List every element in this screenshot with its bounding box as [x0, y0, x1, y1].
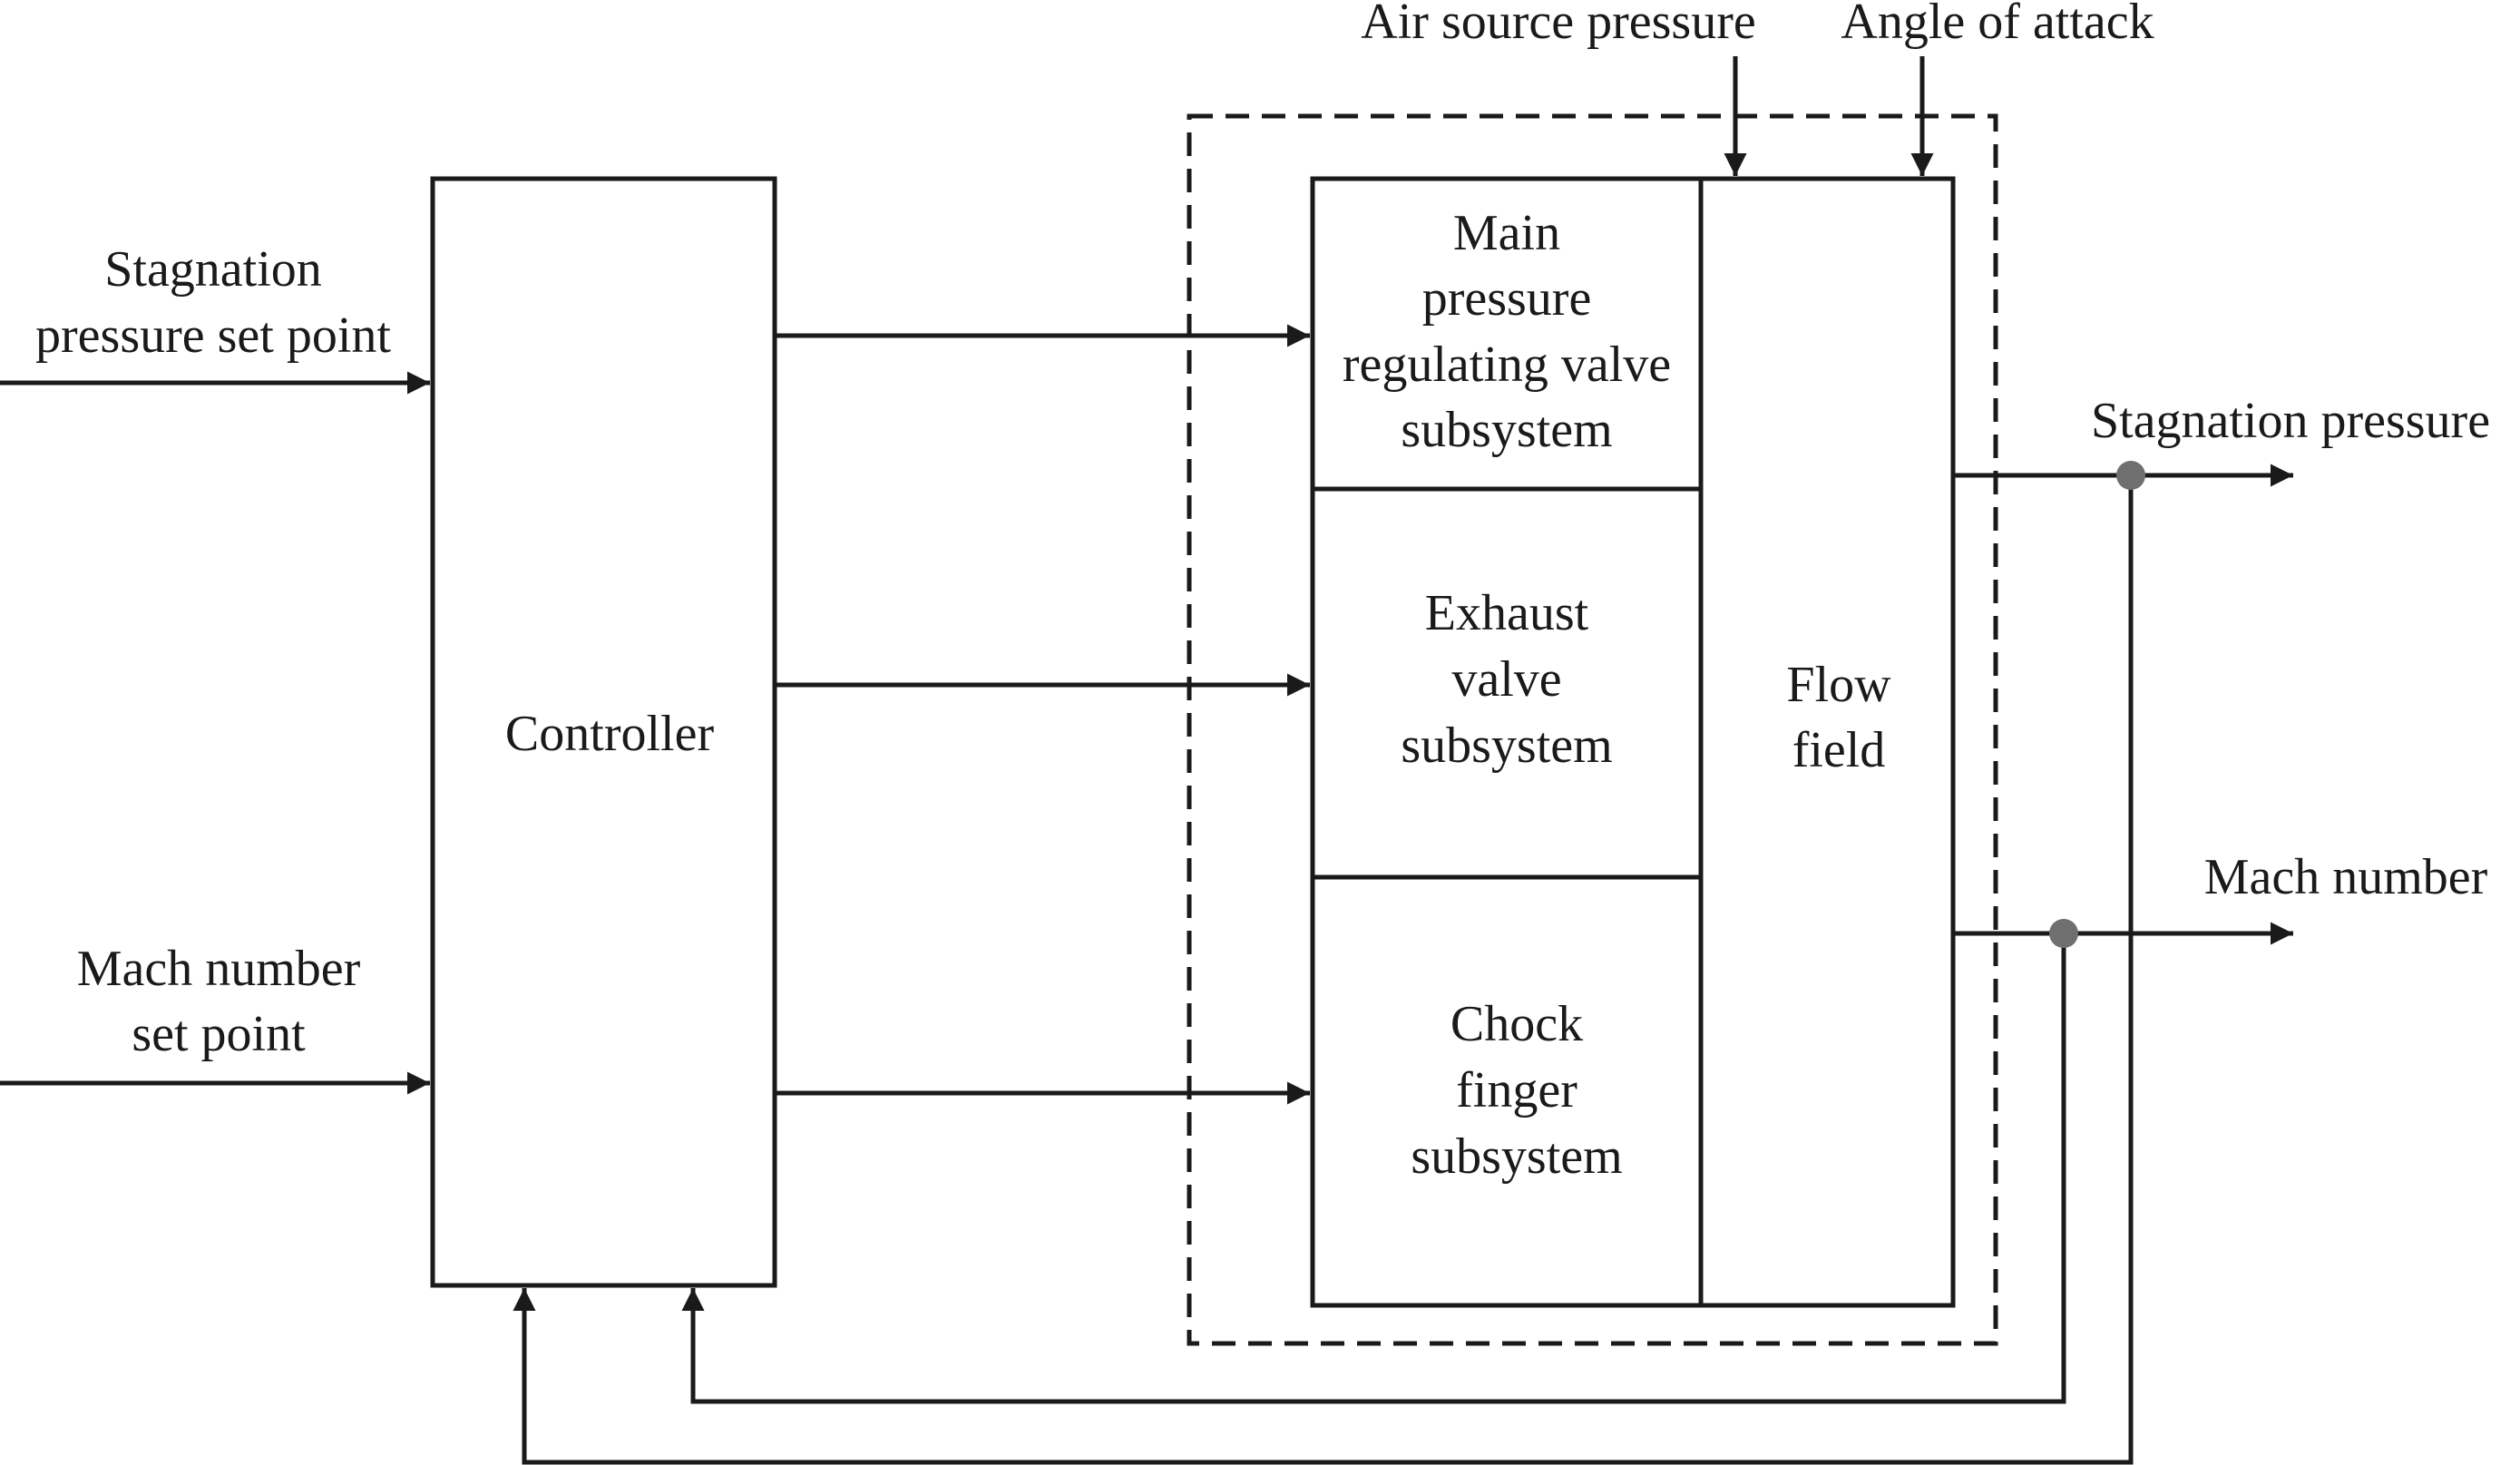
main-valve-subsystem-block[interactable]: Main pressure regulating valve subsystem — [1343, 205, 1671, 458]
angle-of-attack-input: Angle of attack — [1841, 0, 2154, 176]
flow-field-label-line: Flow — [1786, 657, 1891, 713]
subsystem-column — [1310, 176, 1704, 1308]
mach-number-junction-dot — [2049, 919, 2078, 948]
stagnation-setpoint-input: Stagnation pressure set point — [0, 241, 430, 395]
plant-boundary-dashed — [1187, 113, 1998, 1346]
air-source-pressure-label: Air source pressure — [1361, 0, 1755, 50]
angle-of-attack-label: Angle of attack — [1841, 0, 2154, 50]
chock-finger-label-line: Chock — [1450, 996, 1583, 1052]
stagnation-pressure-feedback-line — [513, 475, 2134, 1465]
exhaust-valve-label-line: subsystem — [1401, 718, 1612, 774]
chock-finger-label-line: finger — [1456, 1062, 1577, 1118]
mach-number-label: Mach number — [2204, 849, 2488, 905]
exhaust-valve-label-line: Exhaust — [1425, 585, 1589, 641]
stagnation-pressure-output: Stagnation pressure — [1953, 393, 2490, 487]
main-valve-label-line: subsystem — [1401, 402, 1612, 458]
air-source-pressure-input: Air source pressure — [1361, 0, 1756, 176]
stagnation-pressure-junction-dot — [2116, 461, 2145, 490]
mach-setpoint-label-line: set point — [132, 1006, 306, 1062]
chock-finger-label-line: subsystem — [1411, 1128, 1622, 1185]
mach-setpoint-label-line: Mach number — [77, 941, 361, 997]
flow-field-label-line: field — [1792, 722, 1886, 778]
mach-number-feedback-line — [681, 933, 2066, 1404]
main-valve-label-line: regulating valve — [1343, 337, 1671, 393]
controller-block[interactable]: Controller — [430, 176, 777, 1288]
exhaust-valve-subsystem-block[interactable]: Exhaust valve subsystem — [1401, 585, 1612, 774]
stagnation-pressure-label: Stagnation pressure — [2091, 393, 2490, 449]
mach-setpoint-input: Mach number set point — [0, 941, 430, 1095]
main-valve-label-line: pressure — [1422, 270, 1592, 327]
mach-number-output: Mach number — [1953, 849, 2488, 945]
stagnation-setpoint-label-line: pressure set point — [35, 308, 391, 364]
controller-label: Controller — [505, 706, 715, 762]
stagnation-setpoint-label-line: Stagnation — [104, 241, 322, 298]
main-valve-label-line: Main — [1453, 205, 1560, 261]
exhaust-valve-label-line: valve — [1451, 651, 1561, 708]
chock-finger-subsystem-block[interactable]: Chock finger subsystem — [1411, 996, 1622, 1185]
flow-field-block[interactable]: Flow field — [1698, 176, 1956, 1308]
